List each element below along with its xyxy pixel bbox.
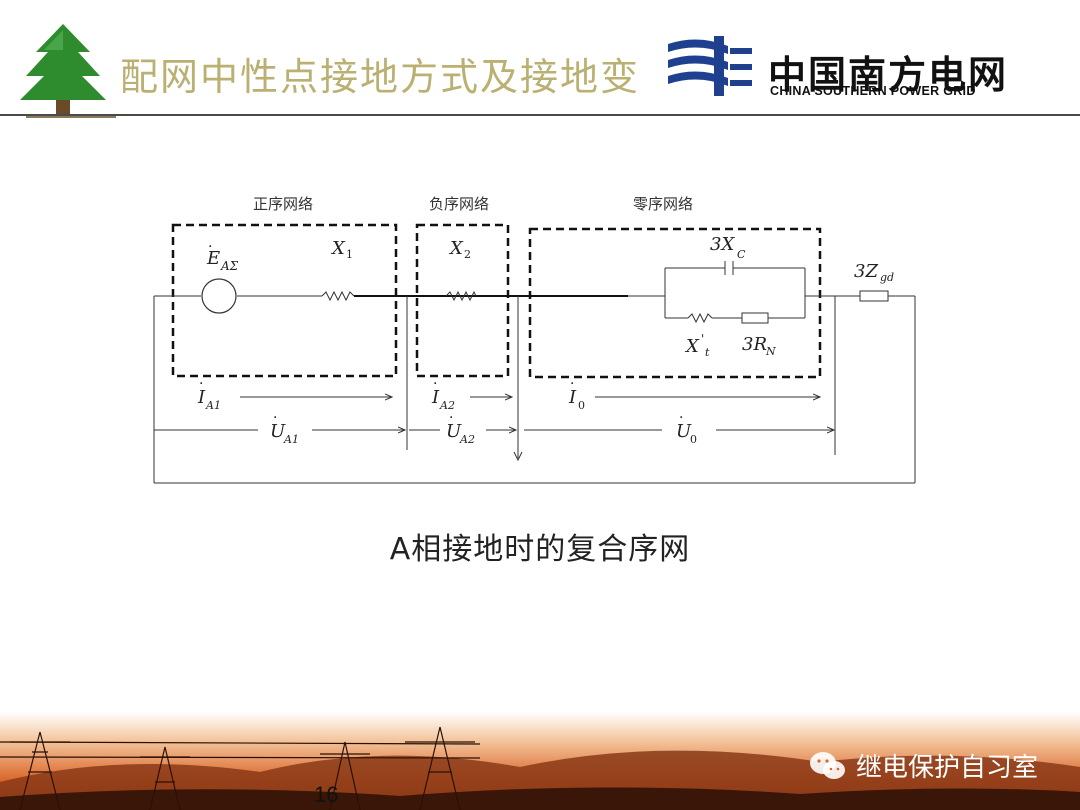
zero-sequence-network-label: 零序网络 (633, 195, 693, 213)
positive-sequence-network-label: 正序网络 (253, 195, 313, 213)
zgd-symbol: 3Z (854, 261, 878, 282)
x1-impedance-icon (321, 290, 355, 302)
logo-chinese-name: 中国南方电网 (768, 53, 1009, 97)
xt-subscript: t (705, 346, 710, 359)
ia1-symbol: I (197, 387, 206, 408)
zgd-subscript: gd (880, 271, 894, 284)
ua2-dot: · (449, 410, 453, 426)
wechat-icon (810, 752, 845, 779)
x1-subscript: 1 (346, 248, 353, 261)
header-divider (0, 114, 1080, 116)
ua1-dot: · (273, 410, 277, 426)
tree-logo-icon (20, 24, 116, 118)
wechat-account-name: 继电保护自习室 (856, 753, 1039, 783)
u0-dot: · (679, 410, 683, 426)
negative-sequence-network-label: 负序网络 (429, 195, 489, 213)
u0-symbol: U (676, 421, 692, 442)
section-separators (406, 296, 836, 458)
zero-sequence-box (528, 227, 822, 379)
transmission-tower-icon (0, 726, 481, 810)
zgd-impedance-icon (859, 290, 889, 302)
negative-sequence-box (415, 223, 510, 378)
xc-subscript: C (737, 248, 746, 261)
ia2-symbol: I (431, 387, 440, 408)
xt-symbol: X (684, 336, 700, 357)
page-number: 16 (314, 782, 339, 807)
x2-impedance-icon (445, 290, 477, 302)
ua1-symbol: U (270, 421, 286, 442)
x1-symbol: X (330, 238, 346, 259)
u0-subscript: 0 (690, 433, 697, 446)
slide-title: 配网中性点接地方式及接地变 (120, 55, 641, 99)
x2-subscript: 2 (464, 248, 471, 261)
wechat-watermark: 继电保护自习室 (808, 745, 1058, 785)
slide-header: 配网中性点接地方式及接地变 中国南方电网 CHINA SOUTHERN POWE… (0, 0, 1080, 118)
source-subscript: AΣ (220, 259, 239, 273)
composite-sequence-network-diagram: 正序网络 负序网络 零序网络 E · AΣ X 1 X 2 (153, 195, 916, 484)
footer-landscape-image (0, 712, 1080, 810)
china-southern-power-grid-logo-icon (668, 36, 752, 96)
logo-english-name: CHINA SOUTHERN POWER GRID (770, 84, 976, 98)
ua2-subscript: A2 (459, 433, 475, 446)
xc-symbol: 3X (710, 234, 735, 255)
positive-sequence-box (171, 223, 398, 378)
i0-dot: · (570, 376, 574, 392)
rn-symbol: 3R (742, 334, 767, 355)
rn-subscript: N (765, 345, 776, 358)
ia2-subscript: A2 (439, 399, 455, 412)
main-conductor (153, 295, 916, 484)
source-dot: · (208, 239, 212, 255)
diagram-caption: A相接地时的复合序网 (389, 532, 691, 567)
ia1-subscript: A1 (205, 399, 221, 412)
ia2-dot: · (433, 376, 437, 392)
x2-symbol: X (448, 238, 464, 259)
i0-subscript: 0 (578, 399, 585, 412)
voltage-source-icon (201, 278, 237, 314)
ua2-symbol: U (446, 421, 462, 442)
separator-arrow-icon (513, 451, 523, 462)
zero-sequence-parallel-branch (664, 261, 806, 324)
xt-prime: ' (701, 332, 704, 346)
i0-symbol: I (568, 387, 577, 408)
ia1-dot: · (199, 376, 203, 392)
source-symbol: E (206, 248, 220, 269)
ua1-subscript: A1 (283, 433, 299, 446)
